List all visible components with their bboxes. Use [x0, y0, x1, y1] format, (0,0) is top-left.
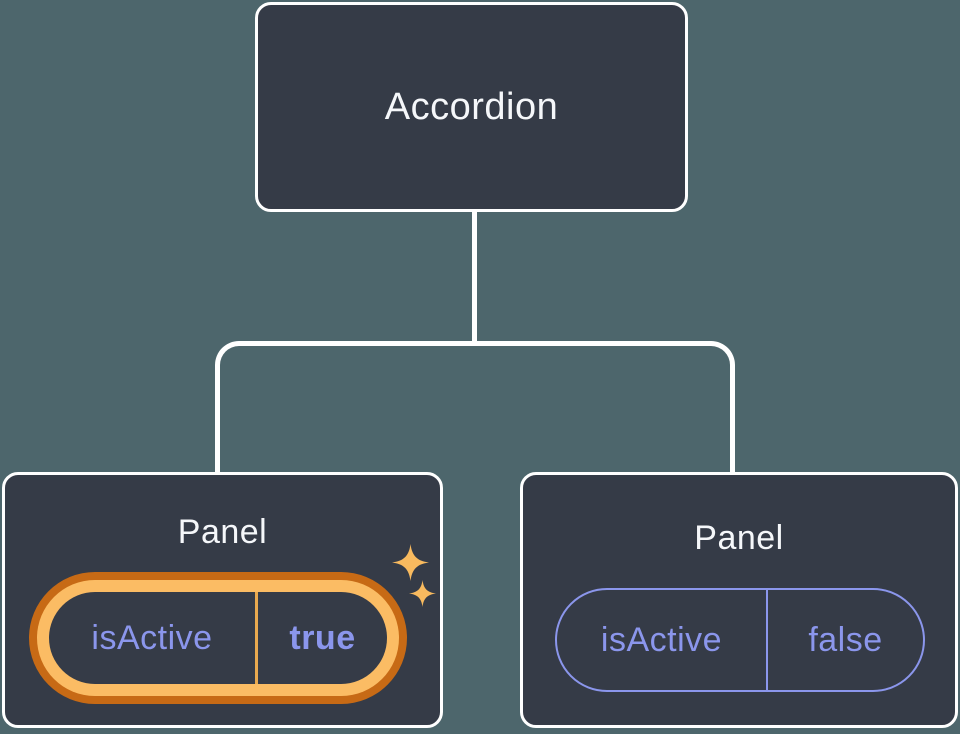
- state-pill-inactive: isActive false: [555, 588, 925, 692]
- state-name: isActive: [91, 618, 213, 657]
- accordion-node: Accordion: [255, 2, 688, 212]
- accordion-label: Accordion: [384, 85, 559, 128]
- sparkle-icon-large: [392, 544, 429, 581]
- state-divider: [255, 592, 258, 684]
- connector-stem: [472, 211, 477, 343]
- highlight-ring-outer: isActive true: [29, 572, 407, 704]
- highlight-ring-inner: isActive true: [37, 580, 399, 696]
- connector-bracket: [215, 341, 735, 472]
- panel-node-active: Panel isActive true: [2, 472, 443, 728]
- state-value: false: [808, 620, 883, 659]
- state-divider: [766, 590, 768, 690]
- panel-label: Panel: [177, 513, 268, 551]
- state-name: isActive: [600, 620, 723, 659]
- state-value: true: [289, 618, 356, 657]
- state-pill-active: isActive true: [49, 592, 387, 684]
- sparkle-icon-small: [409, 580, 436, 607]
- panel-label: Panel: [694, 519, 784, 557]
- panel-node-inactive: Panel isActive false: [520, 472, 958, 728]
